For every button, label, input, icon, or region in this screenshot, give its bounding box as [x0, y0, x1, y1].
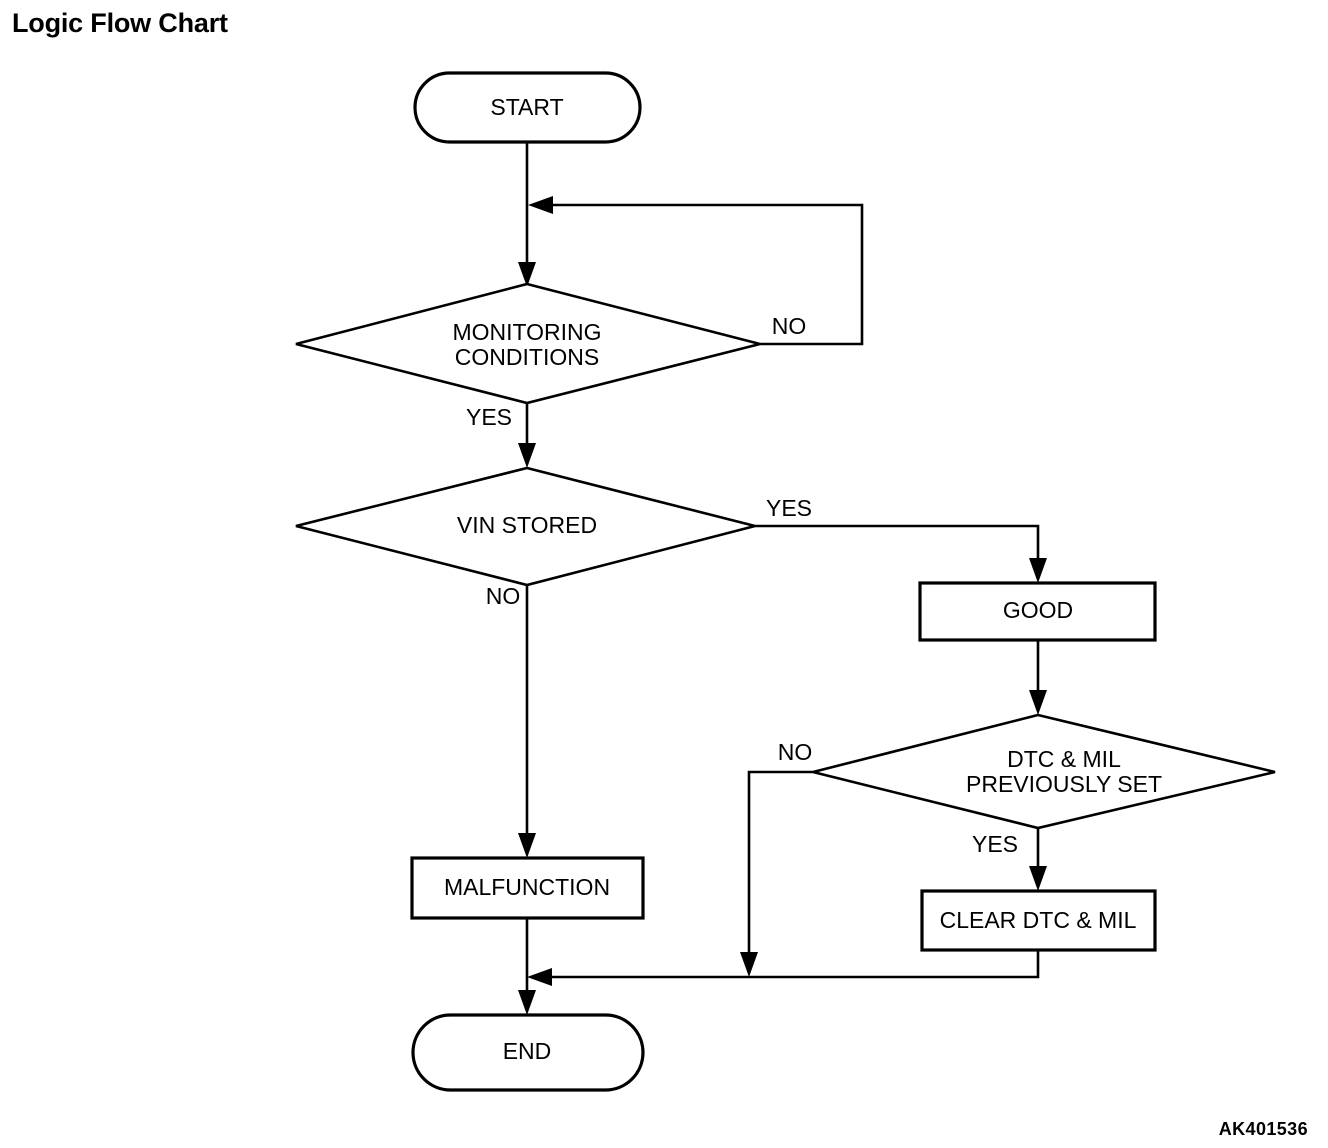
node-monitoring-conditions[interactable]: MONITORING CONDITIONS — [295, 282, 761, 405]
edge-dtc-no-to-merge — [740, 770, 813, 977]
branch-label-monitoring-no: NO — [772, 313, 807, 339]
branch-label-vin-yes: YES — [766, 495, 812, 521]
edge-malfunction-to-end — [518, 918, 536, 1015]
node-dtc-label-line2: PREVIOUSLY SET — [966, 771, 1162, 797]
node-monitoring-label-line1: MONITORING — [452, 319, 601, 345]
node-vin-stored-label: VIN STORED — [457, 512, 597, 538]
watermark-code: AK401536 — [1218, 1119, 1308, 1139]
node-malfunction[interactable]: MALFUNCTION — [410, 856, 645, 920]
node-good-label: GOOD — [1003, 597, 1073, 623]
node-good[interactable]: GOOD — [918, 581, 1157, 642]
edge-monitoring-yes-to-vin — [518, 403, 536, 468]
edge-good-to-dtc — [1029, 640, 1047, 715]
node-start[interactable]: START — [413, 71, 642, 144]
edge-start-to-monitoring — [518, 142, 536, 287]
edge-clear-to-merge — [527, 950, 1040, 986]
edge-vin-no-to-malfunction — [518, 585, 536, 858]
branch-label-monitoring-yes: YES — [466, 404, 512, 430]
node-start-label: START — [490, 94, 563, 120]
edge-monitoring-no-loop — [528, 196, 864, 346]
node-vin-stored[interactable]: VIN STORED — [295, 466, 756, 587]
branch-label-dtc-no: NO — [778, 739, 813, 765]
page-title: Logic Flow Chart — [12, 8, 228, 38]
node-dtc-label-line1: DTC & MIL — [1007, 746, 1121, 772]
node-end-label: END — [503, 1038, 552, 1064]
branch-label-dtc-yes: YES — [972, 831, 1018, 857]
node-monitoring-label-line2: CONDITIONS — [455, 344, 599, 370]
node-clear-dtc-mil-label: CLEAR DTC & MIL — [940, 907, 1137, 933]
branch-label-vin-no: NO — [486, 583, 521, 609]
node-end[interactable]: END — [411, 1013, 645, 1092]
node-dtc-mil-previously-set[interactable]: DTC & MIL PREVIOUSLY SET — [812, 713, 1276, 830]
node-malfunction-label: MALFUNCTION — [444, 874, 610, 900]
node-clear-dtc-mil[interactable]: CLEAR DTC & MIL — [920, 889, 1157, 952]
edge-vin-yes-to-good — [755, 524, 1047, 583]
edge-dtc-yes-to-clear — [1029, 828, 1047, 891]
